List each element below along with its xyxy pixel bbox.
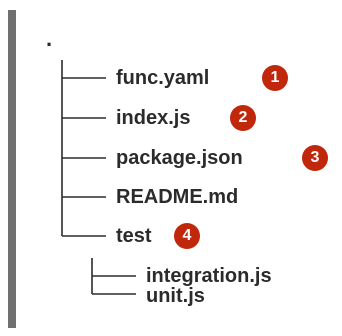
tree-entry-package-json: package.json: [116, 147, 243, 169]
tree-entry-unit-js: unit.js: [146, 285, 205, 307]
callout-badge-1: 1: [262, 65, 288, 91]
tree-entry-func-yaml: func.yaml: [116, 67, 210, 89]
tree-entry-integration-js: integration.js: [146, 265, 272, 287]
tree-entry-readme-md: README.md: [116, 186, 239, 208]
tree-entry-test-folder: test: [116, 225, 152, 247]
tree-root: .: [46, 26, 53, 51]
left-accent-bar: [8, 10, 16, 328]
callout-badge-3: 3: [302, 145, 328, 171]
tree-entry-index-js: index.js: [116, 107, 191, 129]
callout-badge-4: 4: [174, 223, 200, 249]
callout-badge-2: 2: [230, 105, 256, 131]
